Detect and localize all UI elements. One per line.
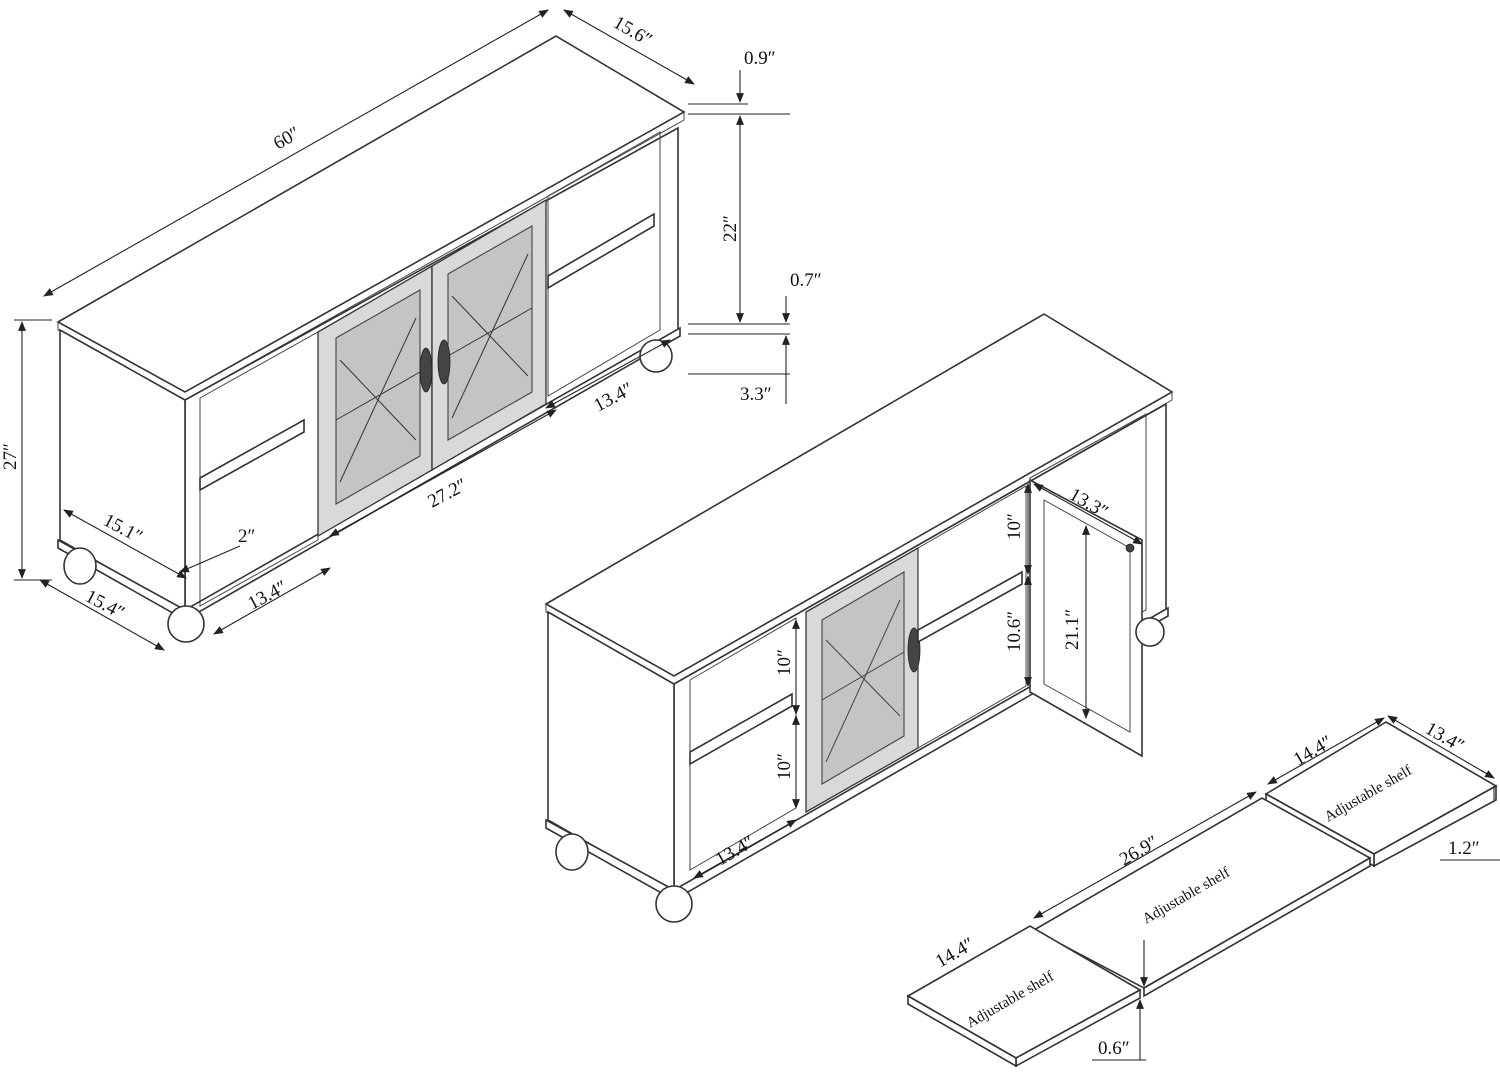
left-cabinet-foot-icon	[639, 339, 673, 373]
dim-total-height: 27″	[0, 443, 21, 470]
shelf-small-left	[906, 925, 1142, 1068]
dim-leg-height: 3.3″	[740, 384, 772, 405]
dim-left-upper-gap: 10″	[774, 649, 795, 676]
right-cabinet-foot-icon	[655, 885, 693, 923]
left-cabinet-foot-icon	[63, 547, 97, 585]
dim-bottom-depth: 15.4″	[82, 586, 128, 624]
left-cabinet	[56, 35, 686, 643]
shelf-dimensions	[1033, 715, 1500, 1061]
shelf-small-right-thickness: 1.2″	[1448, 838, 1480, 859]
dim-left-depth-top: 15.6″	[610, 12, 656, 51]
right-cabinet-door-handle-icon	[907, 627, 921, 673]
left-cabinet-foot-icon	[167, 605, 205, 643]
dim-top-thickness: 0.9″	[744, 48, 776, 69]
right-cabinet-foot-icon	[555, 833, 589, 871]
dim-left-width: 60″	[270, 123, 304, 155]
dim-left-lower-gap: 10″	[774, 753, 795, 780]
dim-base-thickness: 0.7″	[790, 270, 822, 291]
dim-door-height: 21.1″	[1062, 609, 1083, 650]
left-cabinet-dimensions	[14, 9, 790, 651]
right-door-handle-icon	[437, 339, 451, 385]
dim-open-height: 22″	[720, 215, 741, 242]
dim-lower-shelf-gap: 10.6″	[1004, 611, 1025, 652]
left-door-handle-icon	[419, 347, 433, 393]
dim-upper-shelf-gap: 10″	[1004, 513, 1025, 540]
dim-center-width: 27.2″	[424, 475, 470, 513]
dim-side-gap: 2″	[238, 526, 255, 547]
right-cabinet-dimensions	[693, 483, 1143, 879]
right-cabinet-foot-icon	[1135, 617, 1165, 647]
shelf-small-left-thickness: 0.6″	[1098, 1038, 1130, 1059]
